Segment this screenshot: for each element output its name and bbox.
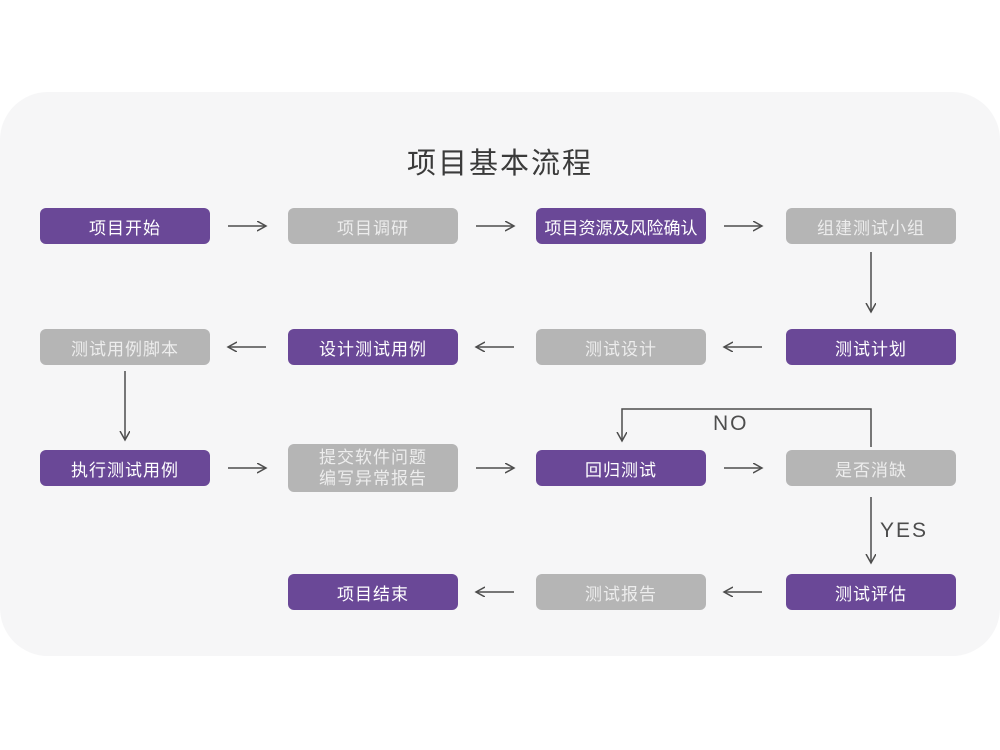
node-label-line1: 提交软件问题 [319,448,427,467]
node-test-report: 测试报告 [536,574,706,610]
flowchart-panel [0,92,1000,656]
node-submit-issue-report: 提交软件问题 编写异常报告 [288,444,458,492]
node-build-test-team: 组建测试小组 [786,208,956,244]
node-design-test-case: 设计测试用例 [288,329,458,365]
node-test-case-script: 测试用例脚本 [40,329,210,365]
node-test-evaluation: 测试评估 [786,574,956,610]
node-label-line2: 编写异常报告 [319,469,427,488]
page-title: 项目基本流程 [406,148,593,180]
node-defect-resolved: 是否消缺 [786,450,956,486]
node-resource-risk-confirm: 项目资源及风险确认 [536,208,706,244]
node-project-end: 项目结束 [288,574,458,610]
node-test-plan: 测试计划 [786,329,956,365]
node-regression-test: 回归测试 [536,450,706,486]
node-project-start: 项目开始 [40,208,210,244]
node-execute-test-case: 执行测试用例 [40,450,210,486]
node-test-design: 测试设计 [536,329,706,365]
node-project-research: 项目调研 [288,208,458,244]
no-branch-label: NO [713,412,749,435]
yes-branch-label: YES [880,519,929,542]
